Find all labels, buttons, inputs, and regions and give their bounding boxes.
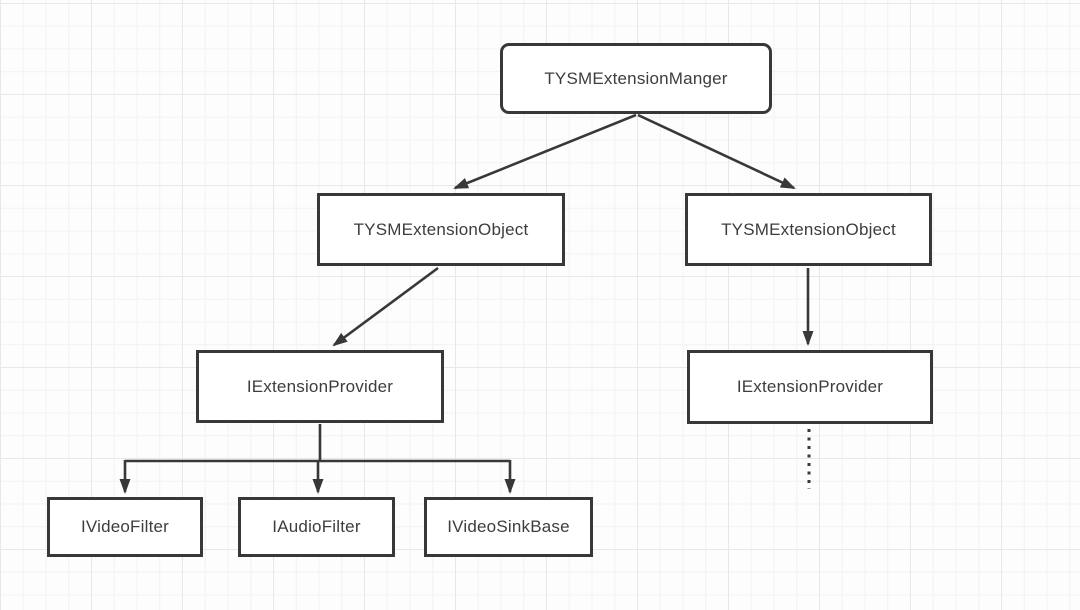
node-ivideo-filter[interactable]: IVideoFilter: [47, 497, 203, 557]
node-iextension-provider-left[interactable]: IExtensionProvider: [196, 350, 444, 423]
node-tysm-extension-object-right[interactable]: TYSMExtensionObject: [685, 193, 932, 266]
node-label: TYSMExtensionObject: [721, 219, 896, 239]
node-label: IVideoFilter: [80, 517, 170, 536]
edge-provider-left-trunk: [125, 424, 510, 463]
edge-manager-object-right: [637, 113, 796, 190]
node-label: TYSMExtensionManger: [544, 68, 728, 88]
node-ivideo-sink-base[interactable]: IVideoSinkBase: [424, 497, 593, 557]
node-tysm-extension-object-left[interactable]: TYSMExtensionObject: [317, 193, 565, 266]
node-tysm-extension-manager[interactable]: TYSMExtensionManger: [500, 43, 772, 114]
node-label: IVideoSinkBase: [447, 517, 570, 536]
node-label: TYSMExtensionObject: [353, 219, 529, 239]
edge-manager-object-left: [453, 113, 637, 190]
node-iaudio-filter[interactable]: IAudioFilter: [238, 497, 395, 557]
edge-object-left-provider-left: [332, 266, 439, 347]
node-label: IExtensionProvider: [736, 377, 884, 396]
node-label: IExtensionProvider: [246, 376, 394, 396]
node-iextension-provider-right[interactable]: IExtensionProvider: [687, 350, 933, 424]
node-label: IAudioFilter: [272, 517, 361, 536]
